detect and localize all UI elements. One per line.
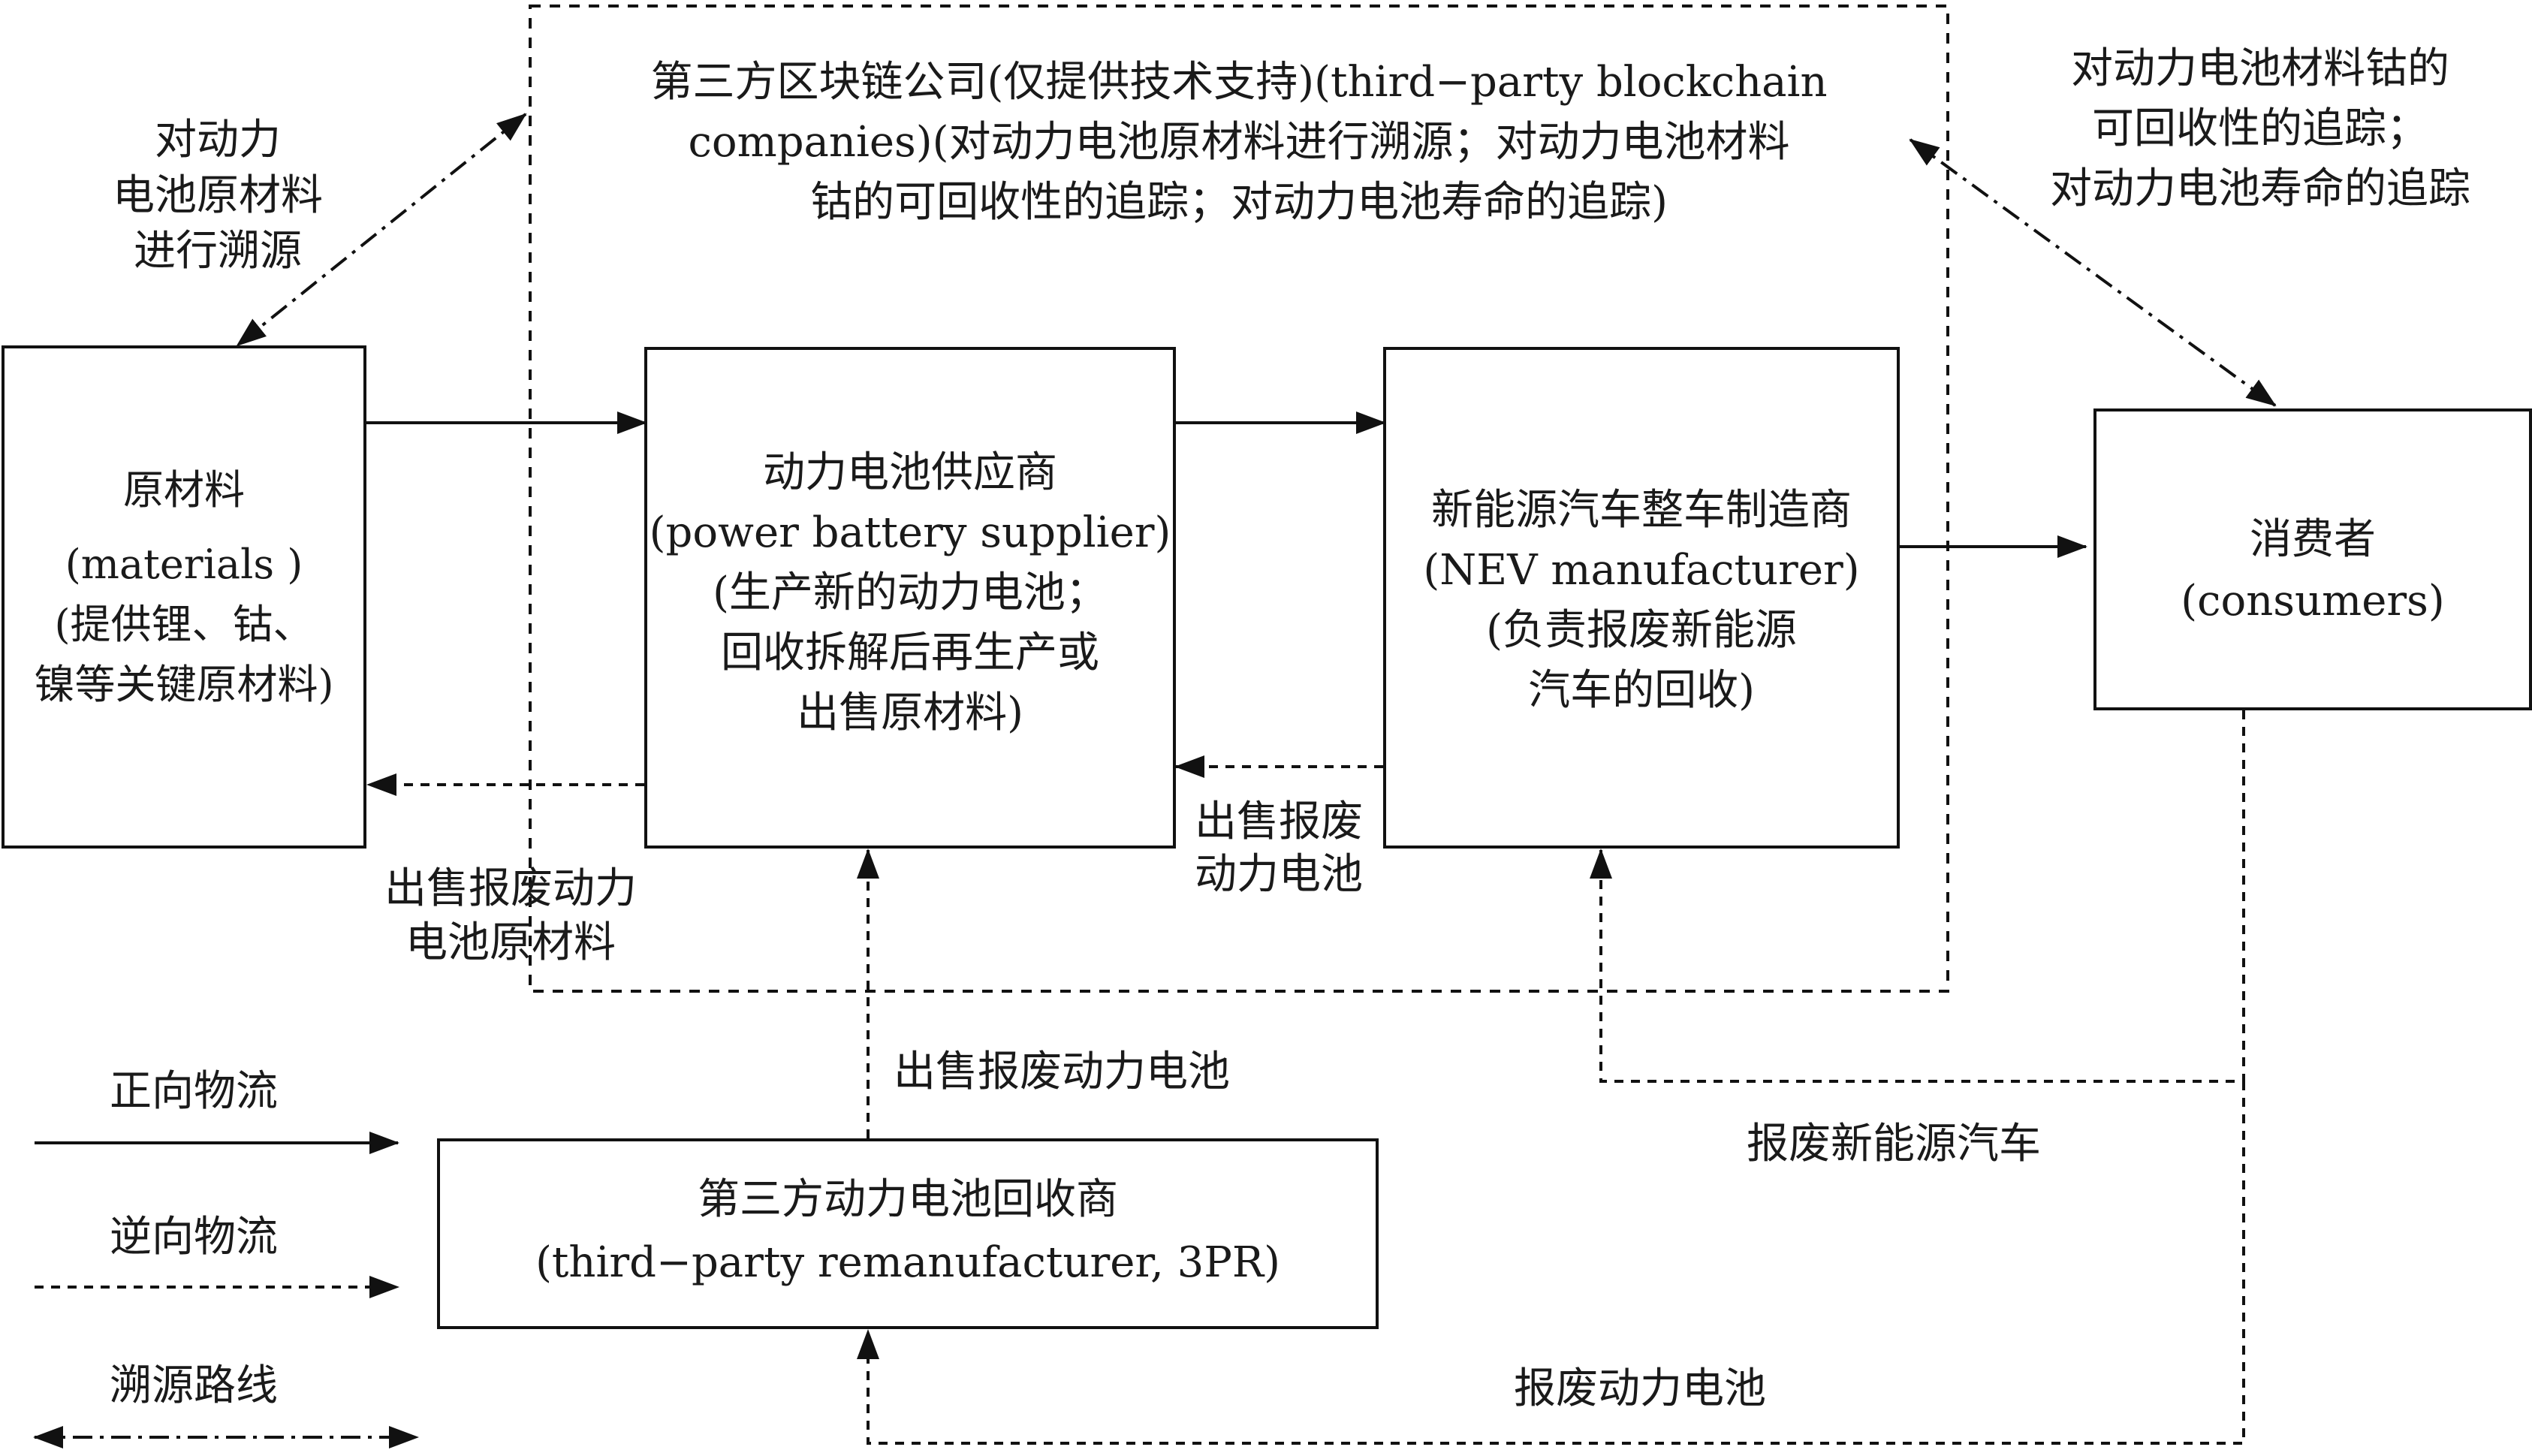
materials-node-label: 原材料 [123,466,245,514]
legend-reverse-label: 逆向物流 [110,1213,278,1262]
edge-label-sell-battery-mid: 出售报废 动力电池 [1195,797,1363,899]
edge-label-scrap-nev: 报废新能源汽车 [1747,1120,2041,1168]
manufacturer-node-label: 新能源汽车整车制造商 (NEV manufacturer) (负责报废新能源 汽… [1423,486,1860,715]
supplier-box [644,347,1176,849]
blockchain-label: 第三方区块链公司(仅提供技术支持)(third−party blockchain… [650,58,1828,227]
arrow-consumers-to-manufacturer [1590,710,2245,1083]
consumers-node-label: 消费者 (consumers) [2181,515,2445,626]
materials-node-details: (materials ) (提供锂、钴、 镍等关键原材料) [34,541,334,708]
edge-label-sell-battery-3pr: 出售报废动力电池 [894,1048,1230,1096]
blockchain-boundary [529,5,1949,993]
materials-box [2,345,366,849]
recycler-box [437,1138,1379,1329]
edge-label-trace-consumers: 对动力电池材料钴的 可回收性的追踪； 对动力电池寿命的追踪 [2050,44,2470,213]
legend-forward-label: 正向物流 [110,1067,278,1116]
edge-label-sell-raw-materials: 出售报废动力 电池原材料 [384,864,637,967]
supplier-node-label: 动力电池供应商 (power battery supplier) (生产新的动力… [649,448,1171,737]
edge-label-trace-materials: 对动力 电池原材料 进行溯源 [113,116,323,276]
legend-trace-label: 溯源路线 [110,1361,278,1410]
arrow-consumers-to-recycler [857,1081,2245,1445]
recycler-node-label: 第三方动力电池回收商 (third−party remanufacturer, … [535,1175,1280,1287]
trace-blockchain-materials [236,113,527,347]
consumers-box [2093,408,2532,710]
manufacturer-box [1383,347,1900,849]
edge-label-scrap-battery: 报废动力电池 [1514,1364,1766,1413]
